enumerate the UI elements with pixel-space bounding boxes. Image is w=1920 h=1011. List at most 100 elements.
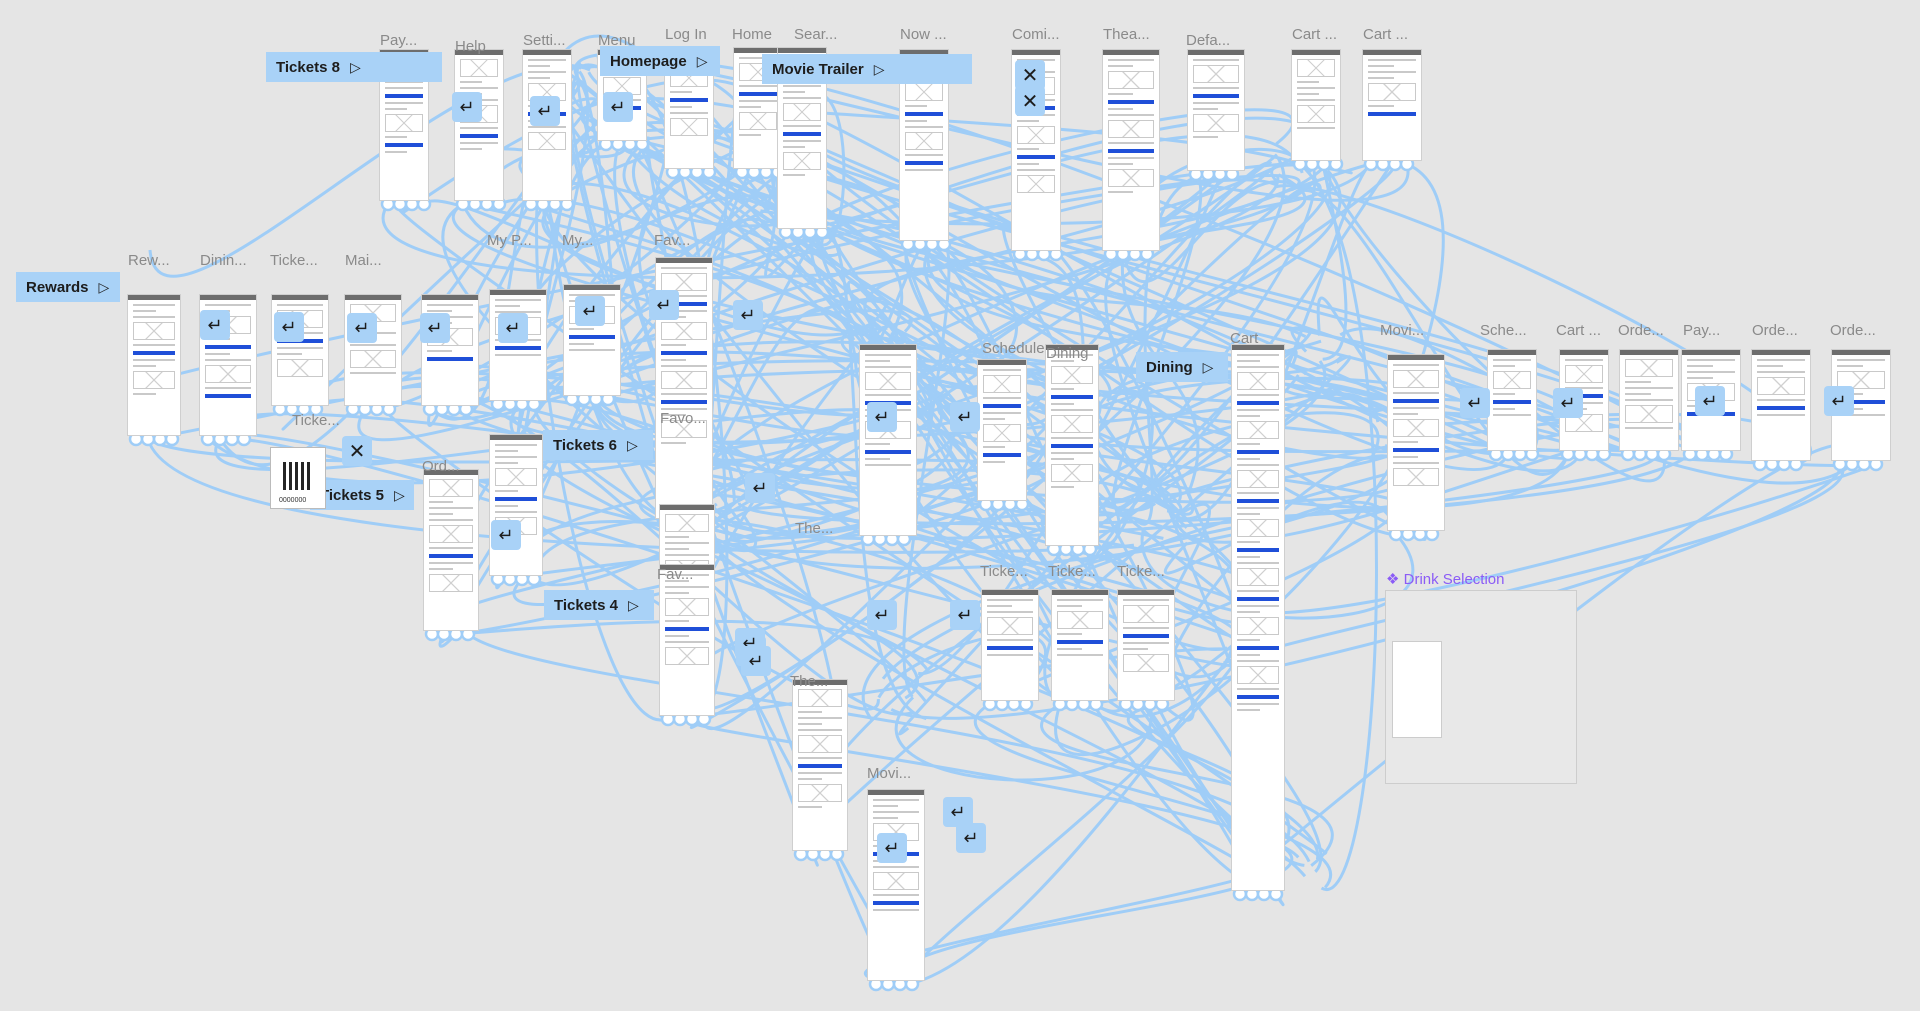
back-action-icon[interactable]: ↵ <box>950 600 980 630</box>
component-label-drink-selection[interactable]: ❖ Drink Selection <box>1386 571 1505 588</box>
prototype-frame[interactable] <box>982 590 1038 700</box>
prototype-frame[interactable] <box>490 435 542 575</box>
play-icon[interactable]: ▷ <box>98 278 110 295</box>
back-action-icon[interactable]: ↵ <box>745 473 775 503</box>
back-action-icon[interactable]: ↵ <box>1824 386 1854 416</box>
frame-title[interactable]: Cart ... <box>1556 322 1602 339</box>
prototype-frame[interactable] <box>860 345 916 535</box>
back-action-icon[interactable]: ↵ <box>452 92 482 122</box>
prototype-frame[interactable] <box>1103 50 1159 250</box>
back-action-icon[interactable]: ↵ <box>498 313 528 343</box>
prototype-frame[interactable] <box>128 295 180 435</box>
prototype-frame[interactable] <box>1232 345 1284 890</box>
prototype-frame[interactable] <box>1292 50 1340 160</box>
frame-title[interactable]: Fav... <box>657 566 694 583</box>
prototype-frame[interactable] <box>1752 350 1810 460</box>
frame-title[interactable]: Thea... <box>1103 26 1150 43</box>
prototype-frame[interactable] <box>1388 355 1444 530</box>
frame-title[interactable]: Ticke... <box>270 252 318 269</box>
frame-title[interactable]: The... <box>790 673 829 690</box>
back-action-icon[interactable]: ↵ <box>741 646 771 676</box>
play-icon[interactable]: ▷ <box>873 60 885 77</box>
back-action-icon[interactable]: ↵ <box>200 310 230 340</box>
back-action-icon[interactable]: ↵ <box>274 312 304 342</box>
prototype-frame[interactable] <box>660 565 714 715</box>
close-action-icon[interactable]: ✕ <box>1015 60 1045 90</box>
flow-start-tickets-4[interactable]: Tickets 4 ▷ <box>544 590 654 620</box>
back-action-icon[interactable]: ↵ <box>1460 388 1490 418</box>
close-action-icon[interactable]: ✕ <box>1015 86 1045 116</box>
play-icon[interactable]: ▷ <box>627 596 639 613</box>
prototype-frame[interactable] <box>490 290 546 400</box>
frame-title[interactable]: Schedule <box>982 340 1045 357</box>
close-action-icon[interactable]: ✕ <box>342 436 372 466</box>
back-action-icon[interactable]: ↵ <box>943 797 973 827</box>
frame-title[interactable]: Menu <box>598 32 636 49</box>
flow-start-tickets-8[interactable]: Tickets 8 ▷ <box>266 52 442 82</box>
back-action-icon[interactable]: ↵ <box>530 96 560 126</box>
play-icon[interactable]: ▷ <box>393 486 405 503</box>
frame-title[interactable]: Home <box>732 26 773 43</box>
flow-start-rewards[interactable]: Rewards ▷ <box>16 272 120 302</box>
play-icon[interactable]: ▷ <box>1202 358 1214 375</box>
frame-title[interactable]: Ticke... <box>1117 563 1165 580</box>
back-action-icon[interactable]: ↵ <box>491 520 521 550</box>
back-action-icon[interactable]: ↵ <box>347 313 377 343</box>
back-action-icon[interactable]: ↵ <box>867 600 897 630</box>
back-action-icon[interactable]: ↵ <box>603 92 633 122</box>
frame-title[interactable]: Pay... <box>1683 322 1721 339</box>
back-action-icon[interactable]: ↵ <box>950 402 980 432</box>
back-action-icon[interactable]: ↵ <box>733 300 763 330</box>
frame-title[interactable]: Defa... <box>1186 32 1231 49</box>
prototype-frame[interactable] <box>1363 50 1421 160</box>
play-icon[interactable]: ▷ <box>626 436 638 453</box>
frame-title[interactable]: Sche... <box>1480 322 1527 339</box>
frame-title[interactable]: My P... <box>487 232 532 249</box>
frame-title[interactable]: Orde... <box>1830 322 1876 339</box>
flow-start-tickets-6[interactable]: Tickets 6 ▷ <box>543 430 653 460</box>
frame-title[interactable]: Movi... <box>867 765 912 782</box>
frame-title[interactable]: Favo... <box>660 410 706 427</box>
prototype-frame[interactable] <box>422 295 478 405</box>
frame-title[interactable]: Ticke... <box>292 412 340 429</box>
prototype-frame[interactable] <box>455 50 503 200</box>
flow-start-movie-trailer[interactable]: Movie Trailer ▷ <box>762 54 972 84</box>
frame-title[interactable]: Cart ... <box>1363 26 1409 43</box>
frame-title[interactable]: Mai... <box>345 252 382 269</box>
prototype-frame[interactable] <box>1118 590 1174 700</box>
back-action-icon[interactable]: ↵ <box>420 313 450 343</box>
flow-start-tickets-5[interactable]: Tickets 5 ▷ <box>310 480 414 510</box>
frame-title[interactable]: Ord... <box>422 458 460 475</box>
frame-title[interactable]: Now ... <box>900 26 947 43</box>
back-action-icon[interactable]: ↵ <box>1695 386 1725 416</box>
prototype-frame[interactable] <box>345 295 401 405</box>
prototype-frame[interactable] <box>424 470 478 630</box>
drink-selection-component[interactable] <box>1385 590 1577 784</box>
back-action-icon[interactable]: ↵ <box>1553 388 1583 418</box>
back-action-icon[interactable]: ↵ <box>649 290 679 320</box>
prototype-frame[interactable] <box>793 680 847 850</box>
prototype-frame[interactable] <box>523 50 571 200</box>
prototype-frame[interactable] <box>1560 350 1608 450</box>
prototype-frame[interactable] <box>1682 350 1740 450</box>
frame-title[interactable]: Pay... <box>380 32 418 49</box>
frame-title[interactable]: Ticke... <box>1048 563 1096 580</box>
prototype-frame[interactable] <box>1052 590 1108 700</box>
frame-title[interactable]: Rew... <box>128 252 170 269</box>
back-action-icon[interactable]: ↵ <box>867 402 897 432</box>
frame-title[interactable]: Cart ... <box>1292 26 1338 43</box>
prototype-frame[interactable] <box>868 790 924 980</box>
frame-title[interactable]: Fav... <box>654 232 691 249</box>
flow-start-dining[interactable]: Dining ▷ <box>1136 352 1228 382</box>
frame-title[interactable]: Dining <box>1046 345 1089 362</box>
flow-start-homepage[interactable]: Homepage ▷ <box>600 46 720 76</box>
frame-title[interactable]: Sear... <box>794 26 838 43</box>
prototype-frame[interactable] <box>978 360 1026 500</box>
frame-title[interactable]: The... <box>795 520 834 537</box>
back-action-icon[interactable]: ↵ <box>877 833 907 863</box>
frame-title[interactable]: Orde... <box>1618 322 1664 339</box>
frame-title[interactable]: Movi... <box>1380 322 1425 339</box>
prototype-frame[interactable] <box>1046 345 1098 545</box>
back-action-icon[interactable]: ↵ <box>575 296 605 326</box>
